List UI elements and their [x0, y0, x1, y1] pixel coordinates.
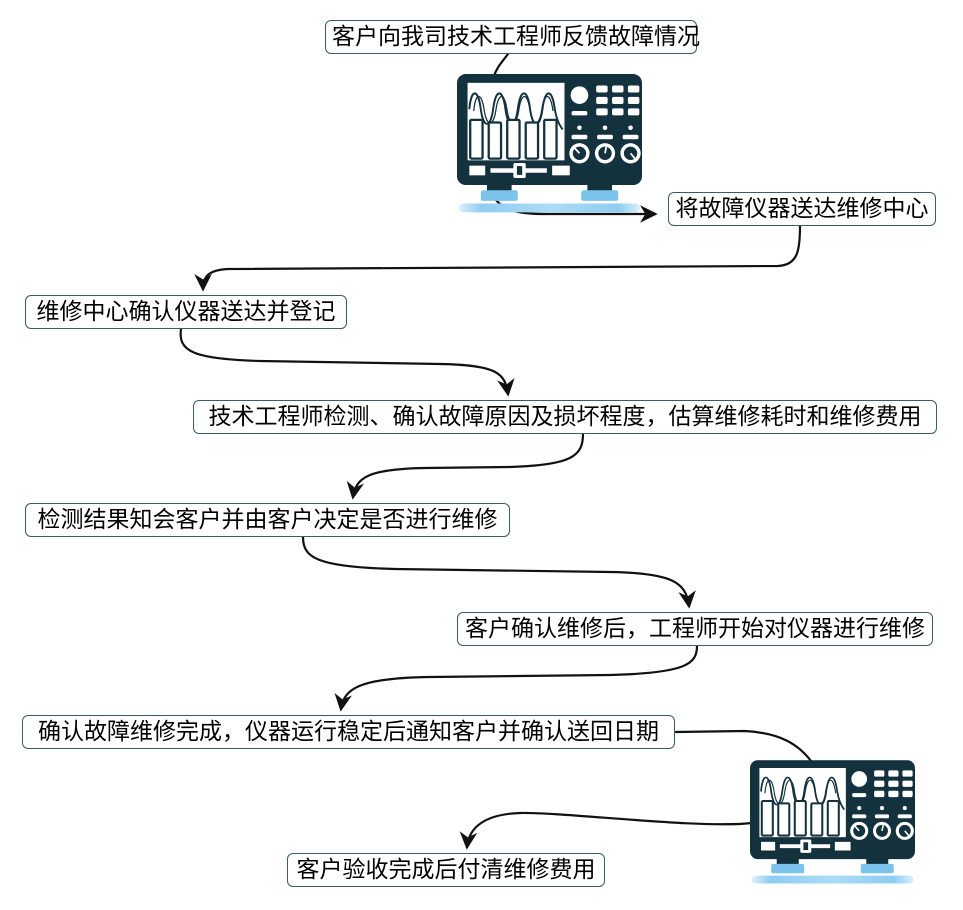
flow-step-7: 确认故障维修完成，仪器运行稳定后通知客户并确认送回日期 — [22, 715, 675, 750]
flow-step-2: 将故障仪器送达维修中心 — [668, 192, 936, 227]
flow-step-4: 技术工程师检测、确认故障原因及损坏程度，估算维修耗时和维修费用 — [193, 400, 937, 435]
edge-scope-step8 — [459, 811, 754, 850]
flow-step-8: 客户验收完成后付清维修费用 — [287, 853, 605, 888]
edge-step7-scope — [674, 729, 813, 763]
edge-step3-step4 — [179, 327, 515, 397]
edge-step2-step3 — [194, 224, 802, 292]
flow-step-6: 客户确认维修后，工程师开始对仪器进行维修 — [457, 612, 933, 647]
oscilloscope-icon — [457, 74, 642, 215]
oscilloscope-icon — [750, 760, 915, 886]
edge-step6-step7 — [334, 644, 699, 712]
flow-step-3: 维修中心确认仪器送达并登记 — [25, 295, 347, 330]
edge-step1-scope — [492, 52, 510, 78]
edge-step4-step5 — [346, 432, 585, 500]
edge-step5-step6 — [301, 535, 696, 609]
flow-step-1: 客户向我司技术工程师反馈故障情况 — [325, 20, 700, 55]
flow-step-5: 检测结果知会客户并由客户决定是否进行维修 — [25, 503, 510, 538]
